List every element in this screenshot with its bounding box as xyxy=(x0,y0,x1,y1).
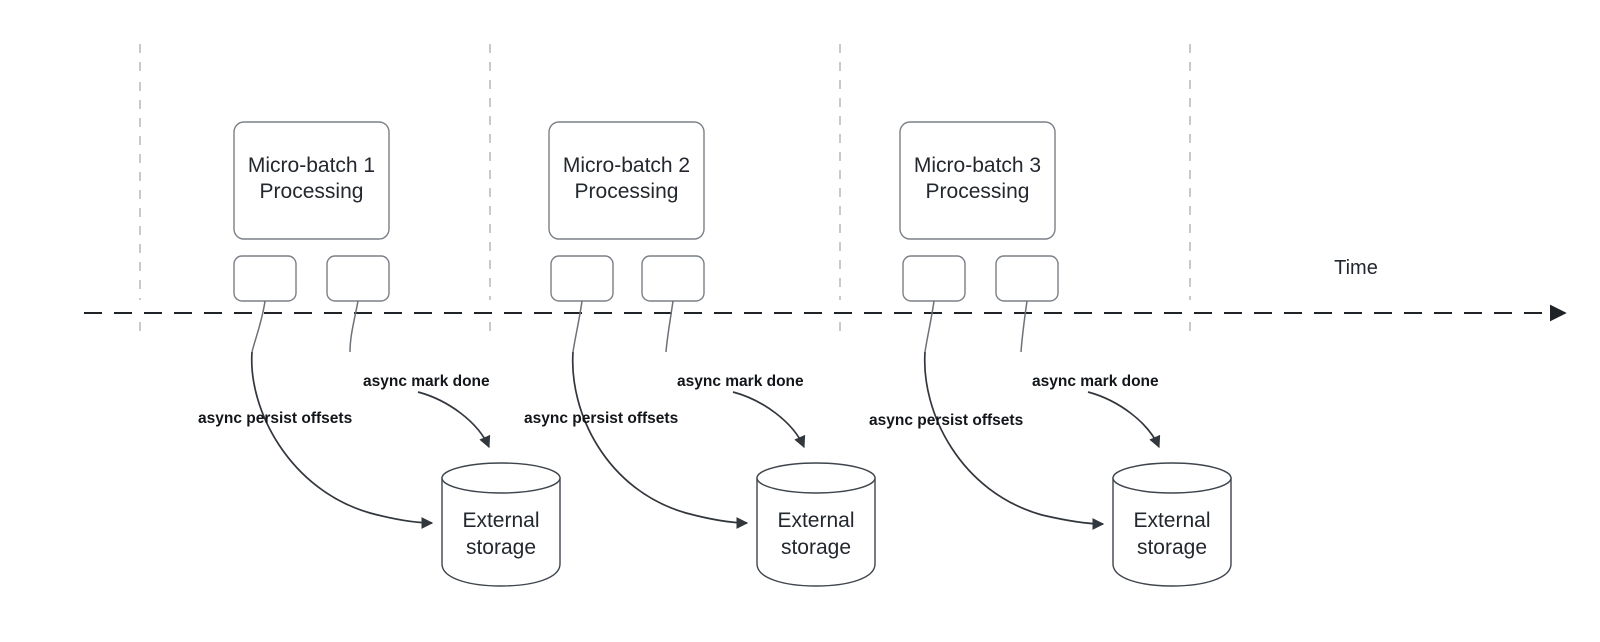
micro-batch-3-label-line2: Processing xyxy=(926,180,1030,203)
external-storage-2-label-line2: storage xyxy=(781,536,851,559)
micro-batch-3-mark-label: async mark done xyxy=(1032,373,1159,390)
external-storage-2-label-line1: External xyxy=(777,509,854,532)
micro-batch-1-task-box-persist[interactable] xyxy=(233,255,297,302)
micro-batch-1-persist-label: async persist offsets xyxy=(198,410,352,427)
micro-batch-2-persist-arrow xyxy=(571,351,749,529)
micro-batch-2-mark-label: async mark done xyxy=(677,373,804,390)
micro-batch-3-box[interactable] xyxy=(899,121,1056,240)
micro-batch-1-label-line2: Processing xyxy=(260,180,364,203)
micro-batch-3-persist-label: async persist offsets xyxy=(869,412,1023,429)
micro-batch-2-mark-arrow xyxy=(732,391,806,449)
micro-batch-group-1: Micro-batch 1 Processing External storag… xyxy=(198,121,561,587)
micro-batch-2-label-line2: Processing xyxy=(575,180,679,203)
micro-batch-group-3: Micro-batch 3 Processing External storag… xyxy=(869,121,1232,587)
micro-batch-1-persist-arrow xyxy=(250,351,434,529)
external-storage-1[interactable]: External storage xyxy=(441,462,561,587)
external-storage-1-label-line2: storage xyxy=(466,536,536,559)
external-storage-2[interactable]: External storage xyxy=(756,462,876,587)
micro-batch-2-box[interactable] xyxy=(548,121,705,240)
micro-batch-3-task-box-persist[interactable] xyxy=(902,255,966,302)
micro-batch-3-persist-arrow xyxy=(923,351,1105,530)
micro-batch-3-mark-arrow xyxy=(1087,391,1161,449)
micro-batch-1-mark-label: async mark done xyxy=(363,373,490,390)
micro-batch-2-label-line1: Micro-batch 2 xyxy=(563,154,690,177)
micro-batch-1-persist-stub xyxy=(251,300,266,353)
micro-batch-2-mark-stub xyxy=(665,300,674,353)
micro-batch-3-persist-stub xyxy=(924,300,935,353)
micro-batch-2-task-box-persist[interactable] xyxy=(550,255,614,302)
micro-batch-2-persist-stub xyxy=(572,300,583,353)
micro-batch-3-mark-stub xyxy=(1020,300,1028,353)
timeline-ticks xyxy=(139,44,1191,334)
time-axis-label: Time xyxy=(1334,257,1378,279)
external-storage-1-label-line1: External xyxy=(462,509,539,532)
micro-batch-group-2: Micro-batch 2 Processing External storag… xyxy=(524,121,876,587)
micro-batch-1-label-line1: Micro-batch 1 xyxy=(248,154,375,177)
external-storage-3[interactable]: External storage xyxy=(1112,462,1232,587)
micro-batch-3-task-box-mark[interactable] xyxy=(995,255,1059,302)
micro-batch-2-persist-label: async persist offsets xyxy=(524,410,678,427)
micro-batch-1-mark-stub xyxy=(349,300,359,353)
micro-batch-1-box[interactable] xyxy=(233,121,390,240)
micro-batch-2-task-box-mark[interactable] xyxy=(641,255,705,302)
time-axis: Time xyxy=(84,257,1567,322)
micro-batch-1-mark-arrow xyxy=(417,391,491,449)
micro-batch-3-label-line1: Micro-batch 3 xyxy=(914,154,1041,177)
external-storage-3-label-line2: storage xyxy=(1137,536,1207,559)
external-storage-3-label-line1: External xyxy=(1133,509,1210,532)
micro-batch-1-task-box-mark[interactable] xyxy=(326,255,390,302)
